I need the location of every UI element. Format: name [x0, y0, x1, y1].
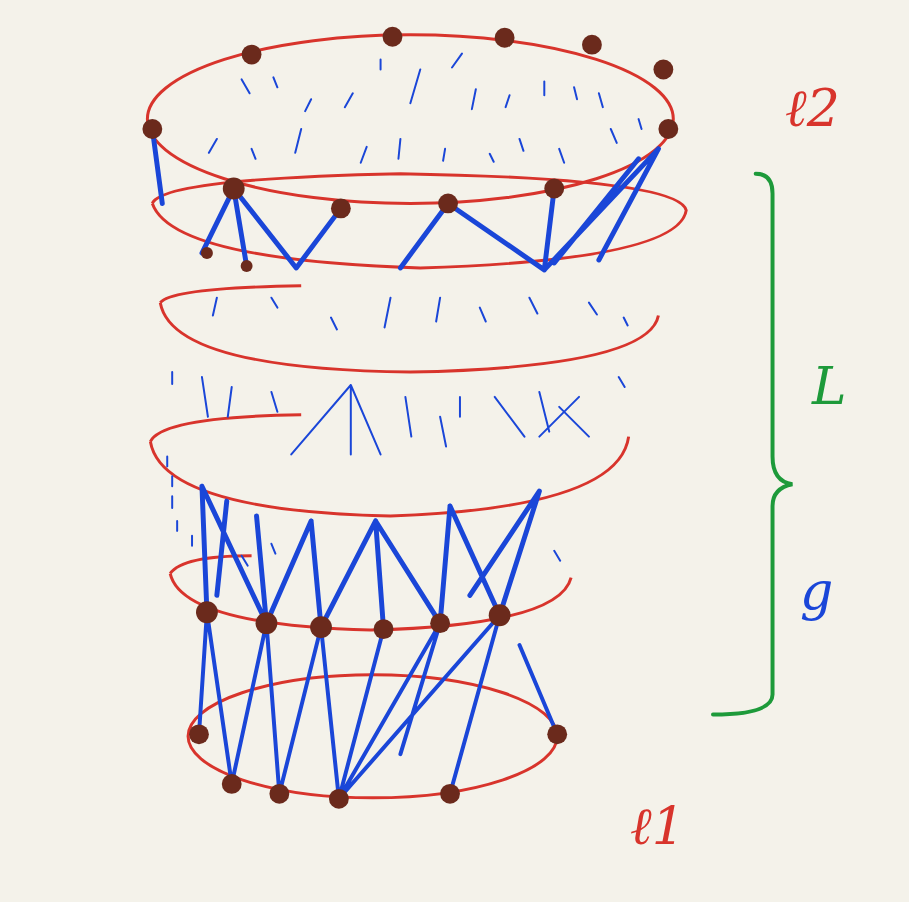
zigzag-top [152, 129, 658, 270]
dashes [167, 54, 641, 566]
zigzag-bottom [199, 612, 557, 799]
rings [147, 35, 686, 798]
dots [142, 27, 678, 809]
ring-label: ℓ1 [630, 800, 685, 852]
section-label: g [800, 565, 833, 617]
length-label: L [812, 360, 847, 412]
ring-label: ℓ2 [785, 82, 840, 134]
brackets [713, 174, 792, 715]
zigzag-middle [202, 486, 539, 629]
